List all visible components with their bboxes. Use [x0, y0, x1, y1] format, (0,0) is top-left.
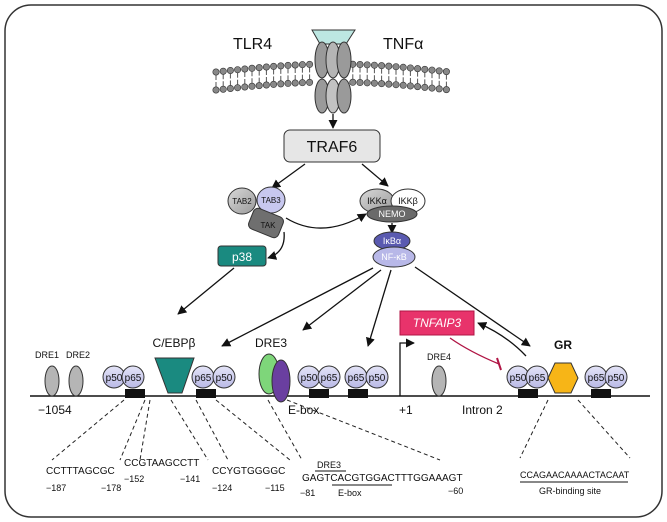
dre1-element — [44, 365, 60, 397]
gr-hexagon — [547, 362, 579, 394]
tnfaip3-box — [399, 310, 475, 336]
receptor-complex — [311, 29, 356, 114]
dre2-element — [68, 365, 84, 397]
tab-tak-complex — [227, 186, 286, 239]
dimer-4-p65-label: p65 — [529, 373, 546, 384]
seq-cebp-2-left: −152 — [124, 474, 144, 484]
callout-lines — [51, 399, 631, 461]
cebpb-shape — [154, 357, 195, 394]
p38-label: p38 — [232, 250, 252, 264]
nfkb-label: NF-κB — [381, 252, 407, 262]
dimer-3-p50-label: p50 — [369, 373, 386, 384]
nemo-label: NEMO — [379, 209, 406, 219]
tab3-label: TAB3 — [261, 196, 281, 205]
dimer-1-p50-label: p50 — [216, 373, 233, 384]
dimer-3-p50-circle — [365, 365, 389, 389]
seq-ebox-tag: E-box — [338, 488, 362, 498]
seq-nfkb-left: −124 — [212, 483, 232, 493]
dimer-1-p65-label: p65 — [195, 373, 212, 384]
dre2-label: DRE2 — [66, 350, 90, 360]
tss-label: +1 — [399, 403, 413, 417]
seq-dre3: GAGTCACGTGGACTTTGGAAAGT — [302, 473, 463, 484]
dimer-0-p65-label: p65 — [125, 373, 142, 384]
gr-label: GR — [554, 338, 572, 352]
start-position: −1054 — [38, 403, 72, 417]
tab2-label: TAB2 — [232, 197, 252, 206]
dre1-label: DRE1 — [35, 350, 59, 360]
cebpb-label: C/EBPβ — [153, 336, 196, 350]
dimer-0-p65-circle — [121, 365, 145, 389]
seq-cebp-2-right: −141 — [180, 474, 200, 484]
ikka-label: IKKα — [367, 196, 387, 206]
p38-box — [217, 245, 267, 267]
traf6-box — [283, 129, 381, 163]
seq-nfkb: CCYGTGGGGC — [212, 466, 285, 477]
dimer-2-p65-label: p65 — [321, 373, 338, 384]
intron-label: Intron 2 — [462, 403, 503, 417]
binding-boxes — [125, 389, 611, 398]
dre4-element — [431, 365, 447, 397]
dimer-4-p65-circle — [525, 365, 549, 389]
ikk-complex — [359, 188, 426, 223]
dimer-4-p50-label: p50 — [510, 373, 527, 384]
dimer-1-p50-circle — [212, 365, 236, 389]
seq-gr-tag: GR-binding site — [539, 486, 601, 496]
ikba-label: IκBα — [383, 236, 401, 246]
seq-dre3-right: −60 — [448, 486, 463, 496]
traf6-label: TRAF6 — [307, 139, 358, 156]
dimer-5-p65-label: p65 — [588, 373, 605, 384]
tlr4-label: TLR4 — [233, 36, 272, 53]
seq-nfkb-right: −115 — [265, 483, 285, 493]
seq-cebp-1-left: −187 — [46, 483, 66, 493]
seq-dre3-left: −81 — [300, 488, 315, 498]
seq-cebp-1-right: −178 — [101, 483, 121, 493]
dimer-0-p50-label: p50 — [106, 373, 123, 384]
seq-cebp-2: CCGTAAGCCTT — [124, 458, 199, 469]
dimer-3-p65-label: p65 — [348, 373, 365, 384]
ikkb-label: IKKβ — [398, 196, 418, 206]
dre3-purple — [271, 359, 291, 403]
dimer-5-p50-label: p50 — [608, 373, 625, 384]
seq-dre3-tag: DRE3 — [317, 460, 341, 470]
tnfaip3-label: TNFAIP3 — [413, 316, 462, 330]
dre3-label: DRE3 — [255, 336, 287, 350]
cell-membrane — [212, 60, 450, 94]
nfkb-complex — [372, 231, 416, 268]
ebox-label: E-box — [288, 403, 319, 417]
seq-cebp-1: CCTTTAGCGC — [46, 466, 115, 477]
dimer-2-p65-circle — [317, 365, 341, 389]
seq-gr: CCAGAACAAAACTACAAT — [520, 470, 630, 480]
tnfa-label: TNFα — [383, 36, 423, 53]
dre4-label: DRE4 — [427, 352, 451, 362]
dimer-5-p50-circle — [604, 365, 628, 389]
dimer-2-p50-label: p50 — [301, 373, 318, 384]
tak-label: TAK — [261, 221, 277, 230]
